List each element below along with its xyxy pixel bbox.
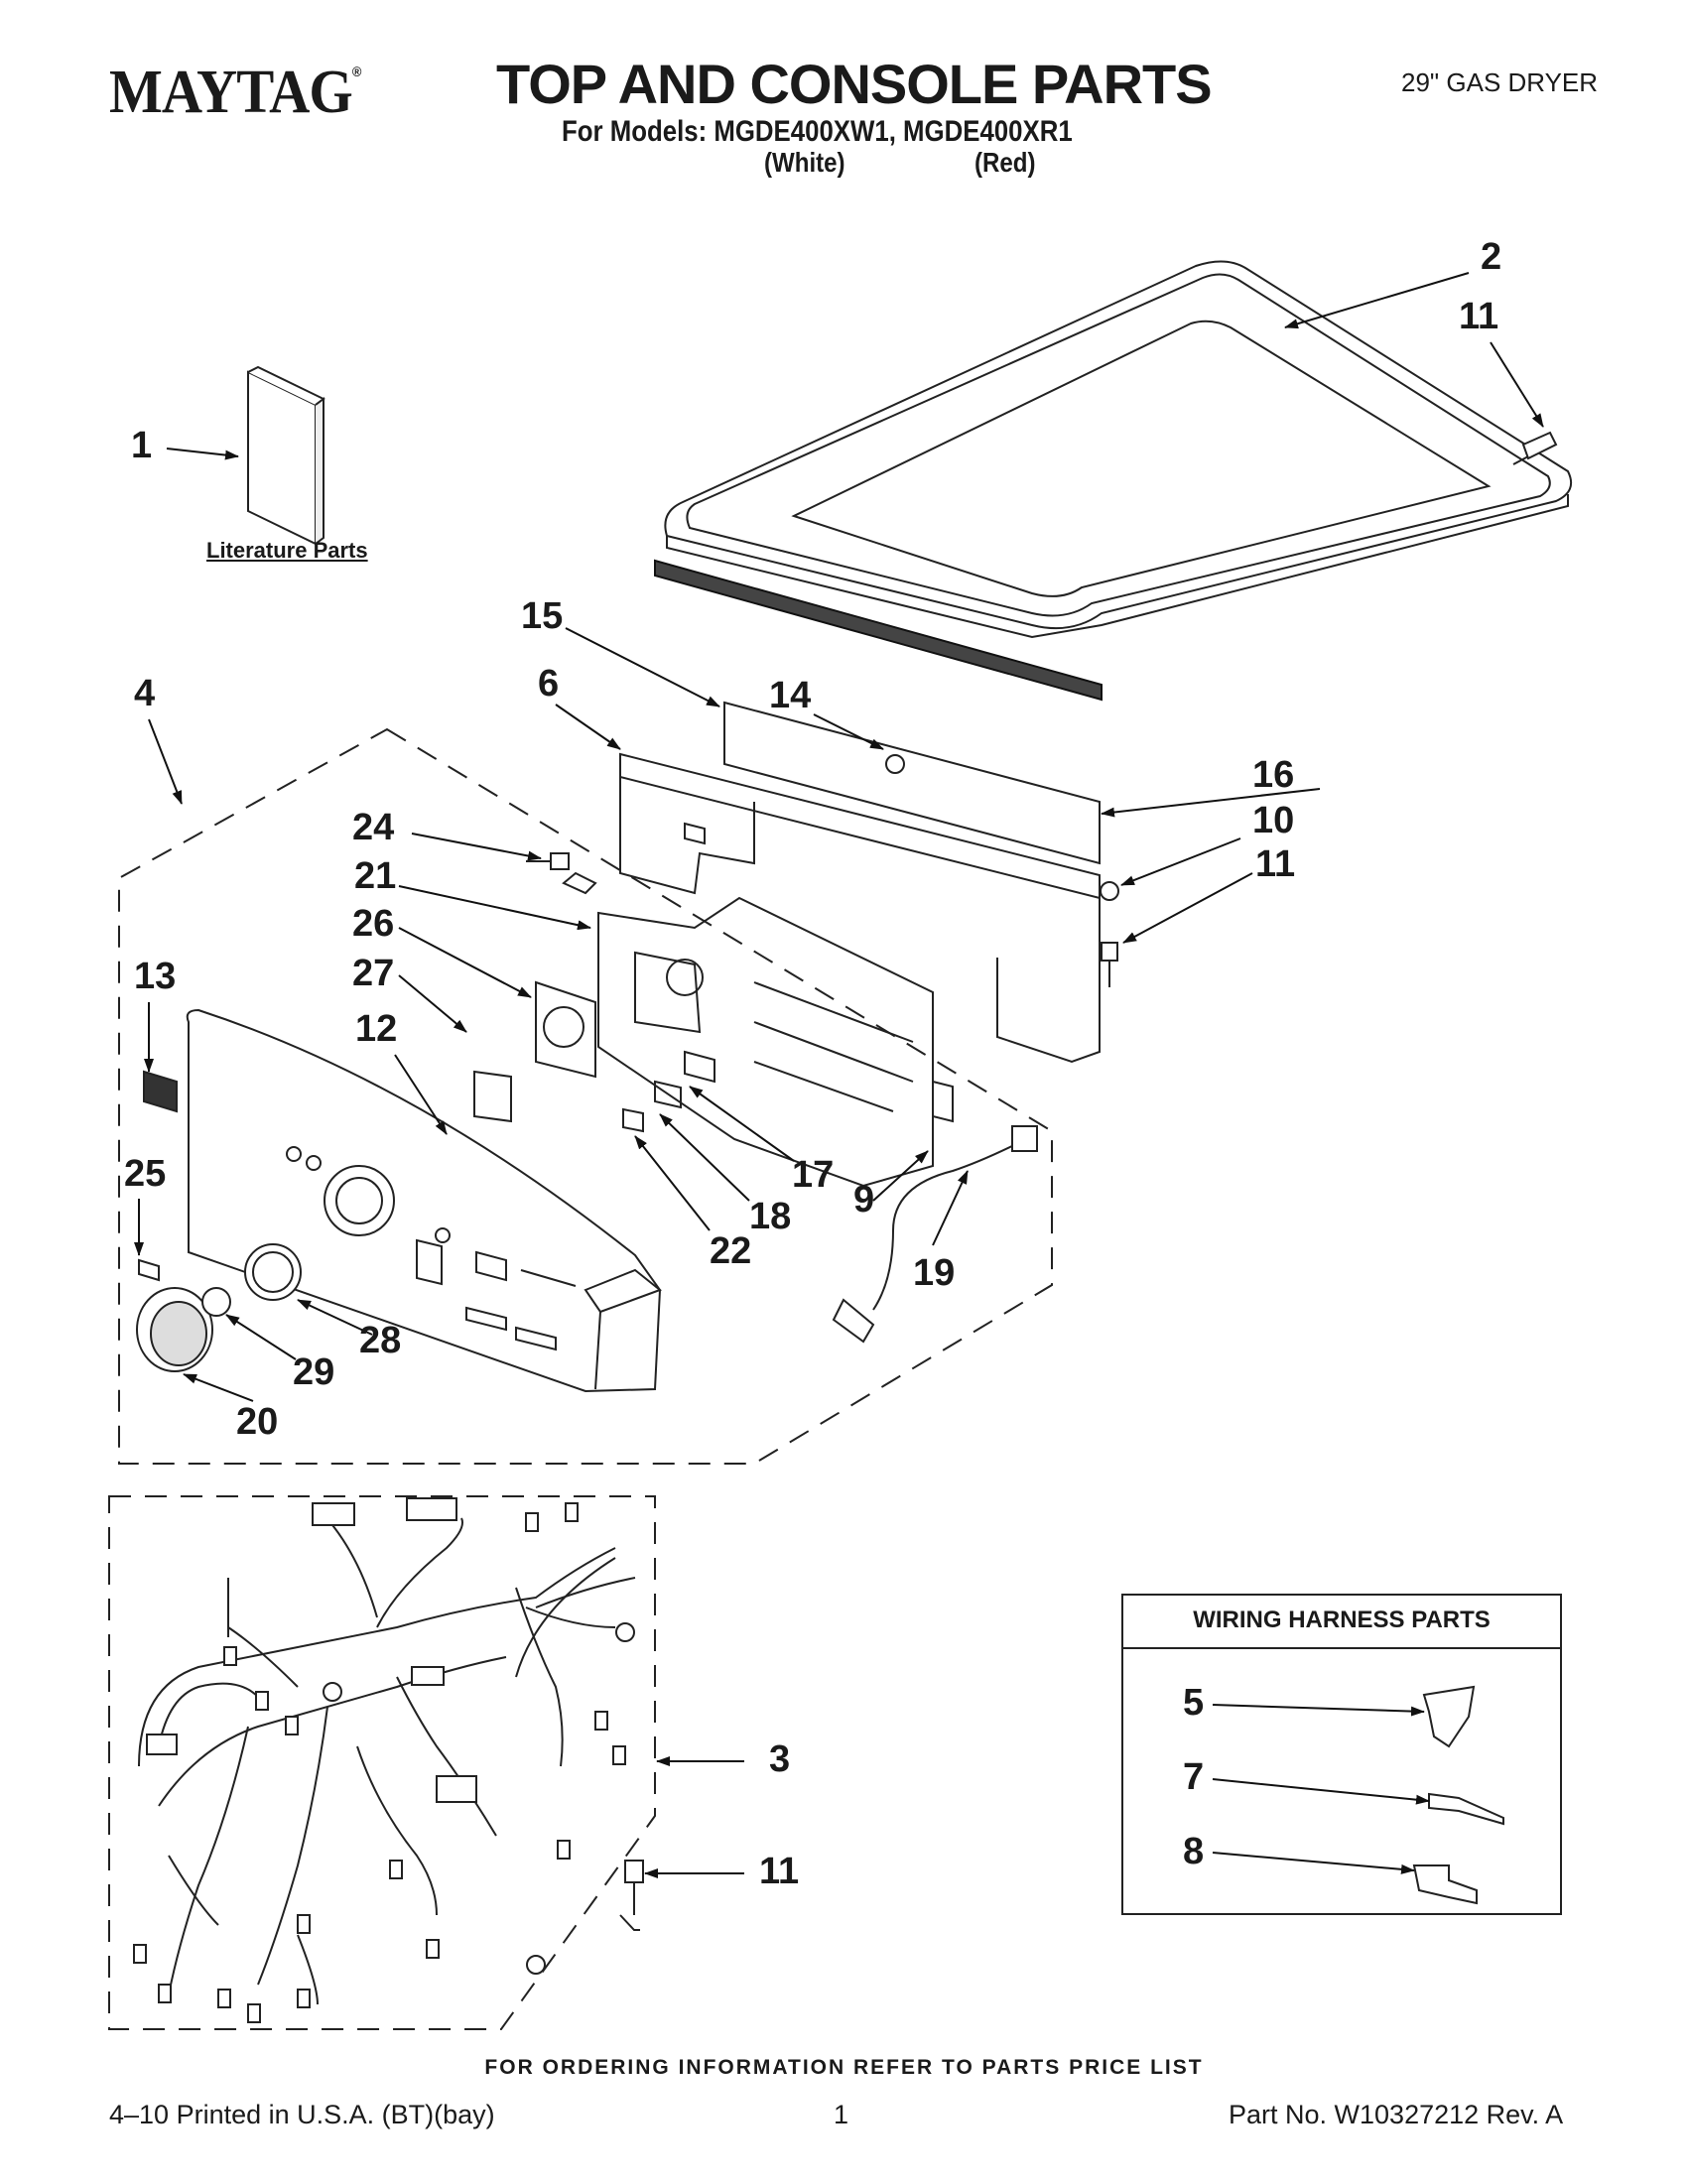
callout-11-top: 11 xyxy=(1459,296,1499,337)
arrow-8 xyxy=(1212,1852,1415,1874)
arrow-20 xyxy=(183,1373,254,1402)
color-red: (Red) xyxy=(974,147,1036,178)
callout-11-low: 11 xyxy=(759,1851,800,1892)
callout-11-mid: 11 xyxy=(1255,843,1296,885)
callout-25: 25 xyxy=(124,1153,167,1195)
arrow-26 xyxy=(398,927,532,998)
callout-26: 26 xyxy=(352,903,395,945)
callout-19: 19 xyxy=(913,1252,956,1294)
console-harness-drawing xyxy=(832,1125,1038,1344)
arrow-2 xyxy=(1284,272,1470,329)
callout-3: 3 xyxy=(769,1738,791,1780)
arrow-10 xyxy=(1120,837,1241,886)
arrow-22 xyxy=(634,1135,711,1231)
harness-connectors xyxy=(133,1497,635,2023)
arrow-27 xyxy=(398,974,467,1033)
dryer-type: 29" GAS DRYER xyxy=(1401,67,1599,97)
page-title: TOP AND CONSOLE PARTS xyxy=(496,53,1213,115)
callout-29: 29 xyxy=(293,1351,335,1393)
callout-10: 10 xyxy=(1252,800,1295,841)
main-harness-boundary xyxy=(108,1495,656,2030)
registered-mark: ® xyxy=(351,64,362,79)
main-harness-drawing xyxy=(138,1507,636,2005)
arrow-9 xyxy=(872,1150,929,1202)
callout-5: 5 xyxy=(1183,1682,1205,1724)
print-info: 4–10 Printed in U.S.A. (BT)(bay) xyxy=(109,2100,495,2129)
console-bracket-drawing xyxy=(619,701,1119,1064)
console-screw-drawing xyxy=(1101,942,1118,987)
page-number: 1 xyxy=(834,2100,849,2129)
callout-16: 16 xyxy=(1252,754,1295,796)
callout-2: 2 xyxy=(1481,236,1502,278)
top-screw-drawing xyxy=(1512,431,1558,465)
callout-17: 17 xyxy=(792,1154,835,1196)
arrow-6 xyxy=(555,704,621,750)
callout-1: 1 xyxy=(131,425,153,466)
arrow-14 xyxy=(813,713,884,750)
part-number: Part No. W10327212 Rev. A xyxy=(1229,2100,1564,2129)
arrow-18 xyxy=(659,1113,750,1202)
callout-21: 21 xyxy=(354,855,397,897)
callout-7: 7 xyxy=(1183,1756,1205,1798)
arrow-19 xyxy=(932,1170,969,1246)
arrow-11-top xyxy=(1490,341,1544,428)
arrow-11-mid xyxy=(1122,872,1253,944)
callout-22: 22 xyxy=(710,1230,752,1272)
callout-18: 18 xyxy=(749,1196,792,1237)
plug-screw-drawing xyxy=(526,852,570,870)
lower-screw-drawing xyxy=(619,1860,644,1931)
callout-14: 14 xyxy=(769,675,812,716)
wiring-parts-drawings xyxy=(1412,1685,1504,1905)
arrow-5 xyxy=(1212,1704,1425,1717)
wiring-harness-box xyxy=(1121,1594,1562,1915)
callout-13: 13 xyxy=(134,956,177,997)
color-white: (White) xyxy=(764,147,845,178)
ordering-note: FOR ORDERING INFORMATION REFER TO PARTS … xyxy=(484,2056,1204,2079)
models-line: For Models: MGDE400XW1, MGDE400XR1 xyxy=(562,115,1073,148)
arrow-1 xyxy=(166,448,239,460)
arrow-29 xyxy=(225,1314,297,1360)
callout-28: 28 xyxy=(359,1320,402,1361)
arrow-17 xyxy=(689,1086,795,1162)
control-board-drawing xyxy=(443,871,954,1188)
literature-parts-label: Literature Parts xyxy=(206,538,368,563)
callout-24: 24 xyxy=(352,807,395,848)
dryer-top-drawing xyxy=(654,260,1572,702)
arrow-16 xyxy=(1101,788,1321,818)
arrow-24 xyxy=(411,833,542,861)
console-panel-drawing xyxy=(136,1008,663,1393)
arrow-12 xyxy=(394,1054,448,1135)
arrow-28 xyxy=(297,1299,373,1336)
brand-logo: MAYTAG® xyxy=(109,59,362,126)
callout-6: 6 xyxy=(538,663,560,705)
callout-4: 4 xyxy=(134,673,156,714)
wiring-harness-heading: WIRING HARNESS PARTS xyxy=(1121,1594,1562,1649)
arrow-15 xyxy=(565,627,720,707)
callout-8: 8 xyxy=(1183,1831,1205,1872)
callout-27: 27 xyxy=(352,953,395,994)
callout-12: 12 xyxy=(355,1008,398,1050)
arrow-7 xyxy=(1212,1778,1430,1805)
callout-15: 15 xyxy=(521,595,564,637)
arrow-21 xyxy=(398,885,591,931)
callout-20: 20 xyxy=(236,1401,279,1443)
callout-9: 9 xyxy=(853,1179,875,1220)
literature-book-drawing xyxy=(247,365,325,546)
arrow-4 xyxy=(148,718,183,805)
